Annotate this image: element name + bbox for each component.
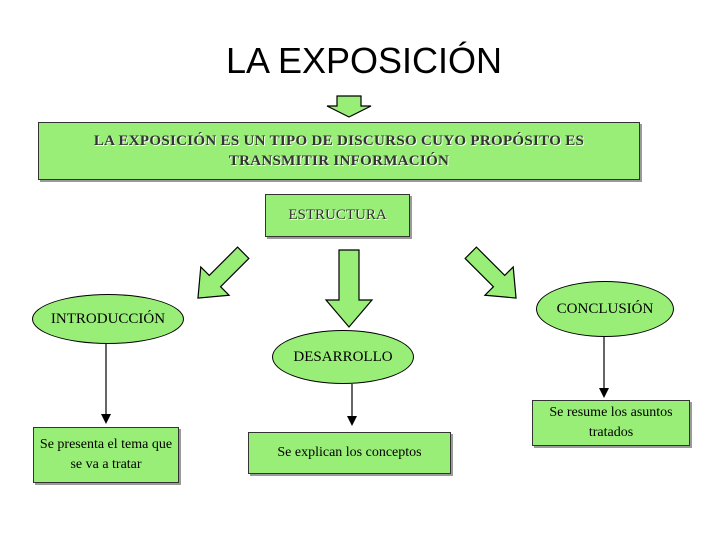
block-arrow-down-center — [324, 249, 374, 328]
line-arrow-conclusion — [599, 337, 609, 398]
block-arrow-down-left — [197, 246, 250, 299]
page-title: LA EXPOSICIÓN — [225, 40, 503, 81]
intro-detail-text: Se presenta el tema que se va a tratar — [39, 437, 173, 472]
development-detail-text: Se explican los conceptos — [277, 445, 422, 460]
conclusion-node: CONCLUSIÓN — [536, 281, 674, 337]
line-arrow-intro — [101, 344, 111, 424]
conclusion-label: CONCLUSIÓN — [556, 300, 654, 317]
block-arrow-down-top — [326, 95, 372, 118]
definition-box: LA EXPOSICIÓN ES UN TIPO DE DISCURSO CUY… — [38, 122, 640, 180]
intro-label: INTRODUCCIÓN — [50, 310, 166, 327]
line-arrow-development — [347, 384, 357, 426]
definition-text: LA EXPOSICIÓN ES UN TIPO DE DISCURSO CUY… — [93, 133, 585, 169]
intro-node: INTRODUCCIÓN — [32, 294, 184, 344]
block-arrow-down-right — [464, 246, 517, 299]
development-label: DESARROLLO — [293, 348, 393, 365]
conclusion-detail-box: Se resume los asuntos tratados — [532, 400, 690, 446]
development-node: DESARROLLO — [272, 330, 414, 384]
structure-box: ESTRUCTURA — [265, 194, 410, 237]
conclusion-detail-text: Se resume los asuntos tratados — [549, 405, 673, 440]
intro-detail-box: Se presenta el tema que se va a tratar — [33, 427, 179, 483]
development-detail-box: Se explican los conceptos — [248, 432, 451, 474]
structure-label: ESTRUCTURA — [288, 207, 387, 223]
